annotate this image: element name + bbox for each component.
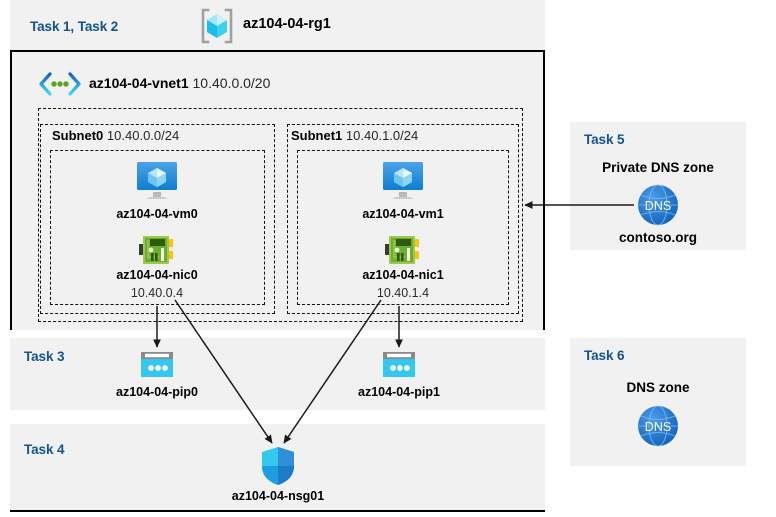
vm0-inner-box <box>50 150 265 305</box>
subnet0-name: Subnet0 <box>52 128 104 143</box>
svg-text:DNS: DNS <box>645 420 671 434</box>
nic1-private-ip: 10.40.1.4 <box>376 286 430 300</box>
nic0-label: az104-04-nic0 <box>116 268 198 282</box>
pip0-label: az104-04-pip0 <box>116 385 198 399</box>
subnet0-title: Subnet0 10.40.0.0/24 <box>52 128 179 143</box>
nic0-private-ip: 10.40.0.4 <box>130 286 184 300</box>
bottom-divider <box>10 510 545 512</box>
resource-group-icon <box>197 7 237 45</box>
nsg-label: az104-04-nsg01 <box>231 489 325 503</box>
vm0-label: az104-04-vm0 <box>116 207 198 221</box>
subnet0-cidr: 10.40.0.0/24 <box>106 128 180 143</box>
network-interface-icon <box>139 234 175 266</box>
subnet1-box <box>287 124 519 314</box>
task-label-1-2: Task 1, Task 2 <box>30 19 119 34</box>
subnet1-name: Subnet1 <box>291 128 343 143</box>
dns-zone-icon: DNS <box>636 404 680 448</box>
virtual-network-address-space: 10.40.0.0/20 <box>192 75 271 91</box>
task-label-4: Task 4 <box>24 442 65 457</box>
task3-panel <box>10 338 545 410</box>
virtual-network-panel <box>10 52 545 330</box>
pip1-label: az104-04-pip1 <box>358 385 440 399</box>
public-ip-address-icon <box>140 351 174 379</box>
dns-zone-title: DNS zone <box>626 380 690 395</box>
resource-group-name: az104-04-rg1 <box>243 16 331 32</box>
resource-group-header-panel <box>10 0 545 52</box>
subnet1-title: Subnet1 10.40.1.0/24 <box>291 128 418 143</box>
task-label-5: Task 5 <box>584 132 625 147</box>
task-label-3: Task 3 <box>24 349 65 364</box>
task-label-6: Task 6 <box>584 348 625 363</box>
dns-zone-icon: DNS <box>636 183 680 227</box>
network-interface-icon <box>385 234 421 266</box>
network-security-group-icon <box>260 446 296 486</box>
virtual-network-icon <box>38 72 82 96</box>
nic1-label: az104-04-nic1 <box>362 268 444 282</box>
vm1-label: az104-04-vm1 <box>362 207 444 221</box>
virtual-machine-icon <box>380 160 426 202</box>
virtual-network-title: az104-04-vnet1 10.40.0.0/20 <box>89 75 270 91</box>
vm1-inner-box <box>297 150 509 305</box>
virtual-machine-icon <box>134 160 180 202</box>
resource-group-name-text: az104-04-rg1 <box>243 16 331 32</box>
private-dns-zone-name: contoso.org <box>619 230 697 245</box>
private-dns-zone-title: Private DNS zone <box>602 160 714 175</box>
subnets-container <box>38 108 523 322</box>
virtual-network-name: az104-04-vnet1 <box>89 75 189 91</box>
subnet1-cidr: 10.40.1.0/24 <box>345 128 419 143</box>
public-ip-address-icon <box>382 351 416 379</box>
svg-text:DNS: DNS <box>645 199 671 213</box>
